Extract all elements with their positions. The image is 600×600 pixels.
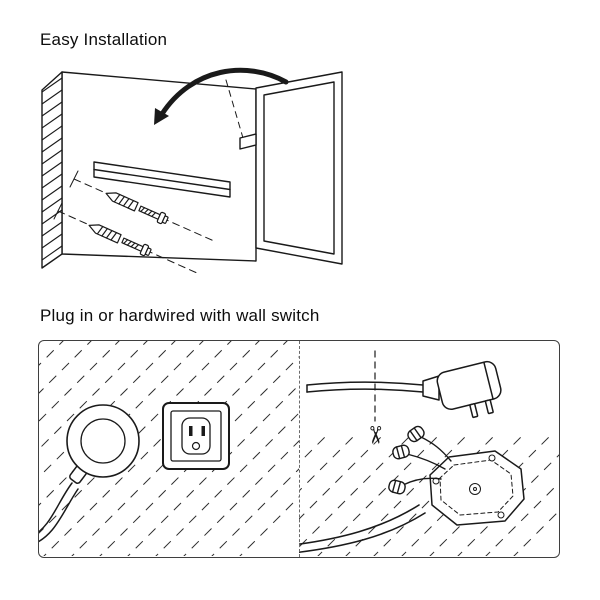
wall-drill-marks	[53, 170, 79, 220]
hardwired-illustration: ✂	[299, 350, 559, 556]
plug-cord	[306, 381, 424, 393]
plug-in-illustration	[39, 341, 299, 556]
wire-nut-icon	[388, 479, 406, 495]
outlet-slot-right	[201, 426, 205, 436]
outlet-slot-left	[189, 426, 193, 436]
anchor-screw-lower	[88, 224, 152, 257]
plug-in-panel	[39, 341, 299, 557]
installation-diagram	[34, 58, 354, 280]
power-options-section: Plug in or hardwired with wall switch	[38, 306, 560, 558]
anchor-screw-upper	[105, 192, 169, 225]
scissors-icon: ✂	[361, 425, 388, 445]
easy-installation-section: Easy Installation	[40, 30, 354, 280]
plug-icon	[436, 360, 502, 419]
mirror-cleat-tab	[239, 133, 257, 150]
wire-nut-icon	[407, 425, 425, 443]
power-cord	[39, 482, 79, 543]
wall-outlet	[162, 402, 230, 470]
outlet-ground-hole	[191, 441, 201, 451]
cord-boot	[422, 375, 440, 401]
wall-section-hatch	[41, 71, 63, 269]
curved-arrow-icon	[154, 67, 289, 125]
installation-illustration	[41, 67, 343, 274]
power-options-title: Plug in or hardwired with wall switch	[40, 306, 320, 325]
hardwire-cable	[299, 504, 426, 554]
wall-face	[61, 71, 257, 262]
panel-divider-dashed-line	[299, 341, 300, 557]
mirror-panel	[225, 71, 343, 265]
mounting-bracket	[93, 161, 231, 198]
power-options-diagram: ✂	[38, 340, 560, 558]
hardwired-panel: ✂	[299, 341, 559, 557]
wires-with-nuts	[388, 425, 452, 495]
wire-nut-icon	[392, 444, 410, 460]
junction-box	[429, 450, 525, 526]
round-plug-device	[66, 404, 140, 478]
easy-installation-title: Easy Installation	[40, 30, 168, 49]
